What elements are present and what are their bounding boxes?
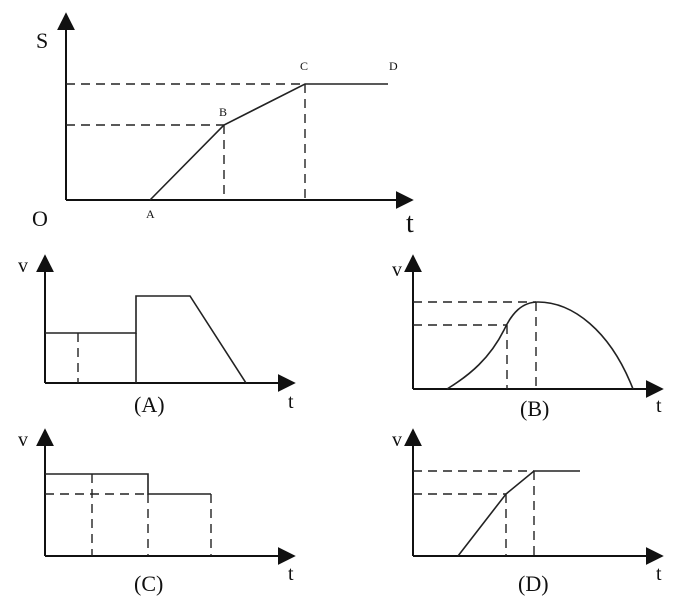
s-axis-label: S: [36, 28, 48, 53]
s-t-curve: [149, 83, 388, 201]
panel-b-caption: (B): [520, 396, 549, 421]
point-c-label: C: [300, 59, 308, 73]
point-a-label: A: [146, 207, 155, 221]
panel-a-v-label: v: [18, 255, 28, 277]
panel-a-caption: (A): [134, 392, 165, 417]
panel-a: v t (A): [18, 254, 296, 417]
panel-d-v-label: v: [392, 429, 402, 451]
t-axis-label: t: [406, 208, 414, 239]
point-b-label: B: [219, 105, 227, 119]
panel-b-curve: [446, 301, 634, 390]
s-t-graph: S t O A B C D: [32, 12, 414, 239]
panel-a-curve: [45, 295, 247, 384]
panel-c-v-label: v: [18, 429, 28, 451]
panel-c-caption: (C): [134, 571, 163, 596]
panel-b: v t (B): [392, 254, 664, 421]
panel-d-caption: (D): [518, 571, 549, 596]
panel-c-t-label: t: [288, 563, 294, 585]
panel-c: v t (C): [18, 428, 296, 596]
panel-d-curve: [457, 470, 580, 557]
panel-b-v-label: v: [392, 259, 402, 281]
panel-c-curve: [45, 473, 211, 495]
panel-b-t-label: t: [656, 395, 662, 417]
panel-d: v t (D): [392, 428, 664, 596]
panel-d-t-label: t: [656, 563, 662, 585]
origin-label: O: [32, 206, 48, 231]
point-d-label: D: [389, 59, 398, 73]
panel-a-t-label: t: [288, 391, 294, 413]
